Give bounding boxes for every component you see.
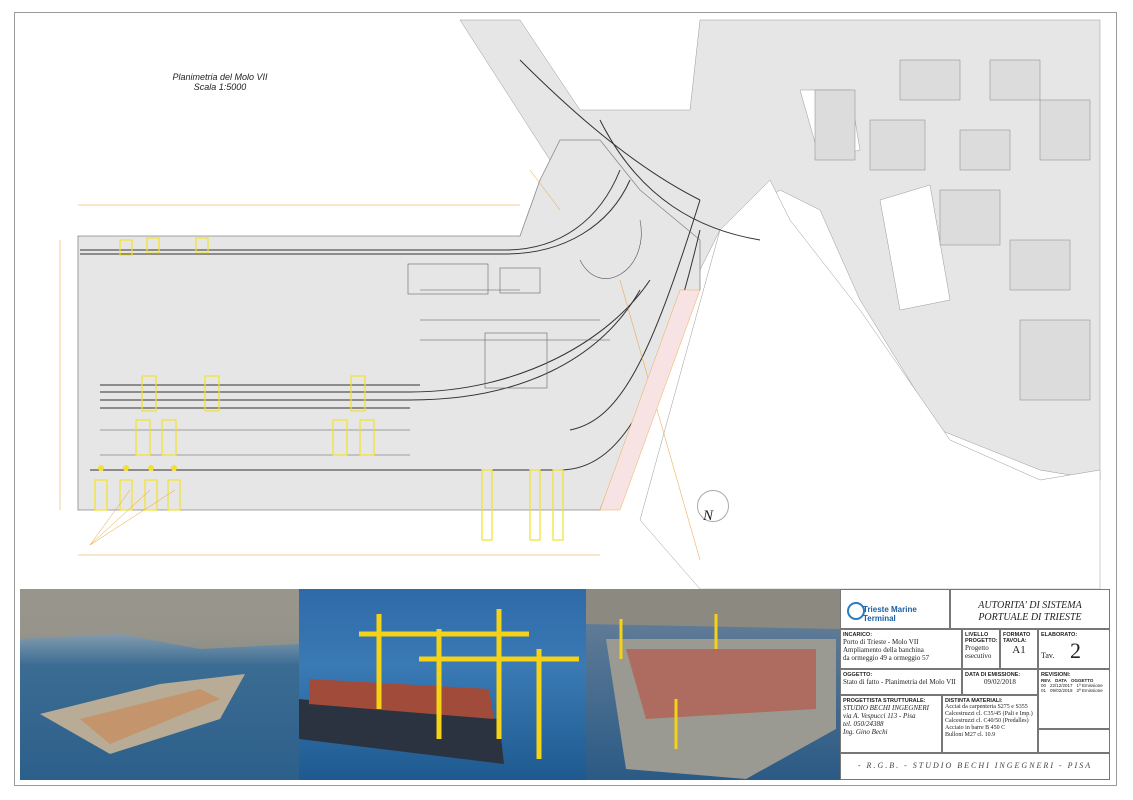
studio-banner: - R.G.B. - STUDIO BECHI INGEGNERI - PISA	[840, 753, 1110, 780]
plan-scale: Scala 1:5000	[193, 82, 247, 92]
revisioni-header: REV. DATA OGGETTO	[1041, 678, 1107, 683]
oggetto-cell: OGGETTO: Stato di fatto - Planimetria de…	[840, 669, 962, 695]
rev-col-data: DATA	[1055, 678, 1067, 683]
rev-number: 01	[1041, 688, 1047, 693]
formato-cell: FORMATO TAVOLA: A1	[1000, 629, 1038, 669]
materiali-label: DISTINTA MATERIALI:	[945, 698, 1003, 704]
progettista-line: STUDIO BECHI INGEGNERI	[843, 704, 929, 712]
sheet-frame	[14, 12, 1117, 786]
progettista-cell: PROGETTISTA STRUTTURALE: STUDIO BECHI IN…	[840, 695, 942, 753]
studio-banner-text: - R.G.B. - STUDIO BECHI INGEGNERI - PISA	[857, 761, 1093, 770]
progettista-line: tel. 050/24388	[843, 720, 884, 728]
title-block: Trieste Marine Terminal AUTORITA' DI SIS…	[840, 589, 1110, 780]
plan-title-line1: Planimetria del Molo VII	[172, 72, 268, 82]
formato-value: A1	[1012, 644, 1026, 656]
formato-label: FORMATO TAVOLA:	[1003, 632, 1031, 644]
incarico-line: Porto di Trieste - Molo VII	[843, 638, 919, 646]
rev-subject: 1ª Emissione	[1076, 683, 1103, 688]
table-row: 01 09/02/2018 2ª Emissione	[1041, 688, 1107, 693]
data-value: 09/02/2018	[984, 678, 1016, 686]
blank-cell	[1038, 729, 1110, 753]
progettista-line: Ing. Gino Bechi	[843, 728, 888, 736]
container-ship-cranes	[299, 589, 586, 780]
elaborato-label: ELABORATO:	[1041, 632, 1078, 638]
oggetto-label: OGGETTO:	[843, 672, 873, 678]
rev-number: 00	[1041, 683, 1047, 688]
livello-label: LIVELLO PROGETTO:	[965, 632, 998, 644]
data-cell: DATA DI EMISSIONE: 09/02/2018	[962, 669, 1038, 695]
materiali-line: Calcestruzzi cl. C35/45 (Pali e Imp.)	[945, 711, 1033, 717]
livello-cell: LIVELLO PROGETTO: Progetto esecutivo	[962, 629, 1000, 669]
incarico-cell: INCARICO: Porto di Trieste - Molo VII Am…	[840, 629, 962, 669]
incarico-line: Ampliamento della banchina	[843, 646, 924, 654]
materiali-line: Calcestruzzi cl. C40/50 (Predalles)	[945, 718, 1029, 724]
logo-cell: Trieste Marine Terminal	[840, 589, 950, 629]
incarico-line: da ormeggio 49 a ormeggio 57	[843, 654, 930, 662]
rev-date: 09/02/2018	[1050, 688, 1073, 693]
materiali-line: Acciaio in barre B 450 C	[945, 725, 1006, 731]
tav-number: 2	[1070, 638, 1082, 663]
authority-name: AUTORITA' DI SISTEMA PORTUALE DI TRIESTE	[978, 600, 1082, 623]
progettista-label: PROGETTISTA STRUTTURALE:	[843, 698, 926, 704]
rev-col-oggetto: OGGETTO	[1070, 678, 1094, 683]
rev-date: 22/12/2017	[1050, 683, 1073, 688]
elaborato-cell: ELABORATO: Tav. 2	[1038, 629, 1110, 669]
rev-col-rev: REV.	[1041, 678, 1052, 683]
north-label: N	[703, 508, 714, 524]
rev-subject: 2ª Emissione	[1076, 688, 1103, 693]
plan-title: Planimetria del Molo VII Scala 1:5000	[150, 72, 290, 92]
molo-vii-aerial	[586, 589, 840, 780]
incarico-label: INCARICO:	[843, 632, 873, 638]
progettista-line: via A. Vespucci 113 - Pisa	[843, 712, 916, 720]
compass-icon	[697, 490, 729, 522]
revisioni-label: REVISIONI:	[1041, 672, 1071, 678]
livello-value: Progetto esecutivo	[965, 644, 992, 660]
logo-text: Trieste Marine Terminal	[863, 605, 917, 623]
oggetto-value: Stato di fatto - Planimetria del Molo VI…	[843, 678, 956, 686]
molo-vii-plan	[59, 19, 1101, 589]
materiali-line: Acciai da carpenteria S275 e S355	[945, 704, 1028, 710]
logo-icon	[847, 602, 865, 620]
pier-outline	[77, 139, 701, 511]
materiali-line: Bulloni M27 cl. 10.9	[945, 732, 996, 738]
aerial-view-trieste	[20, 589, 299, 780]
tav-label: Tav.	[1041, 651, 1055, 660]
revisioni-cell: REVISIONI: REV. DATA OGGETTO 00 22/12/20…	[1038, 669, 1110, 729]
data-label: DATA DI EMISSIONE:	[965, 672, 1021, 678]
authority-cell: AUTORITA' DI SISTEMA PORTUALE DI TRIESTE	[950, 589, 1110, 629]
materiali-cell: DISTINTA MATERIALI: Acciai da carpenteri…	[942, 695, 1038, 753]
table-row: 00 22/12/2017 1ª Emissione	[1041, 683, 1107, 688]
